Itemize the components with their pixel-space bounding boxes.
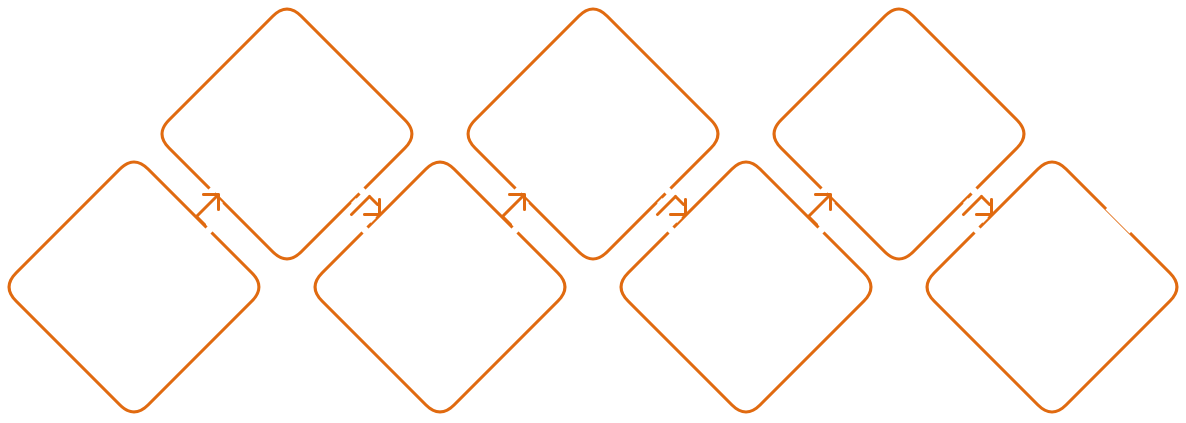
arrow-head-icon-4: [669, 198, 687, 216]
connector-gap-b-1: [204, 214, 225, 235]
connector-gap-c-4: [657, 198, 682, 223]
arrow-head-icon-6: [975, 198, 993, 216]
connector-line-b-6: [980, 195, 991, 206]
connector-gap-b-4: [655, 214, 676, 235]
connector-line-b-5: [807, 195, 830, 218]
connector-line-b-3: [501, 195, 524, 218]
connector-gap-c-6: [963, 198, 988, 223]
diamond-shape-2: [160, 7, 414, 261]
connector-line-b-2: [368, 195, 379, 206]
connector-gap-b-6: [961, 214, 982, 235]
diamond-shape-5: [619, 160, 873, 414]
connector-line-1: [195, 215, 206, 226]
connector-line-6: [962, 195, 983, 216]
open-end-gap: [1105, 204, 1135, 234]
diamond-shape-1: [7, 160, 261, 414]
arrows-layer: [195, 193, 993, 226]
arrow-head-icon-1: [202, 193, 220, 211]
connector-line-b-4: [674, 195, 685, 206]
arrow-head-icon-5: [814, 193, 832, 211]
arrow-head-icon-3: [508, 193, 526, 211]
diamond-shape-4: [466, 7, 720, 261]
connector-line-4: [656, 195, 677, 216]
connector-gap-5: [808, 186, 829, 207]
connector-line-3: [501, 215, 512, 226]
connector-gap-c-2: [351, 198, 376, 223]
connector-line-2: [350, 195, 371, 216]
connector-gap-b-2: [349, 214, 370, 235]
connector-gap-1: [196, 186, 217, 207]
connector-gap-3: [502, 186, 523, 207]
shapes-layer: [7, 7, 1179, 414]
arrow-head-icon-2: [363, 198, 381, 216]
diamond-shape-3: [313, 160, 567, 414]
connector-line-b-1: [195, 195, 218, 218]
connector-line-5: [807, 215, 818, 226]
connector-gap-b-3: [510, 214, 531, 235]
connector-gap-b-5: [816, 214, 837, 235]
diamond-shape-6: [772, 7, 1026, 261]
diamond-shape-7: [925, 160, 1179, 414]
